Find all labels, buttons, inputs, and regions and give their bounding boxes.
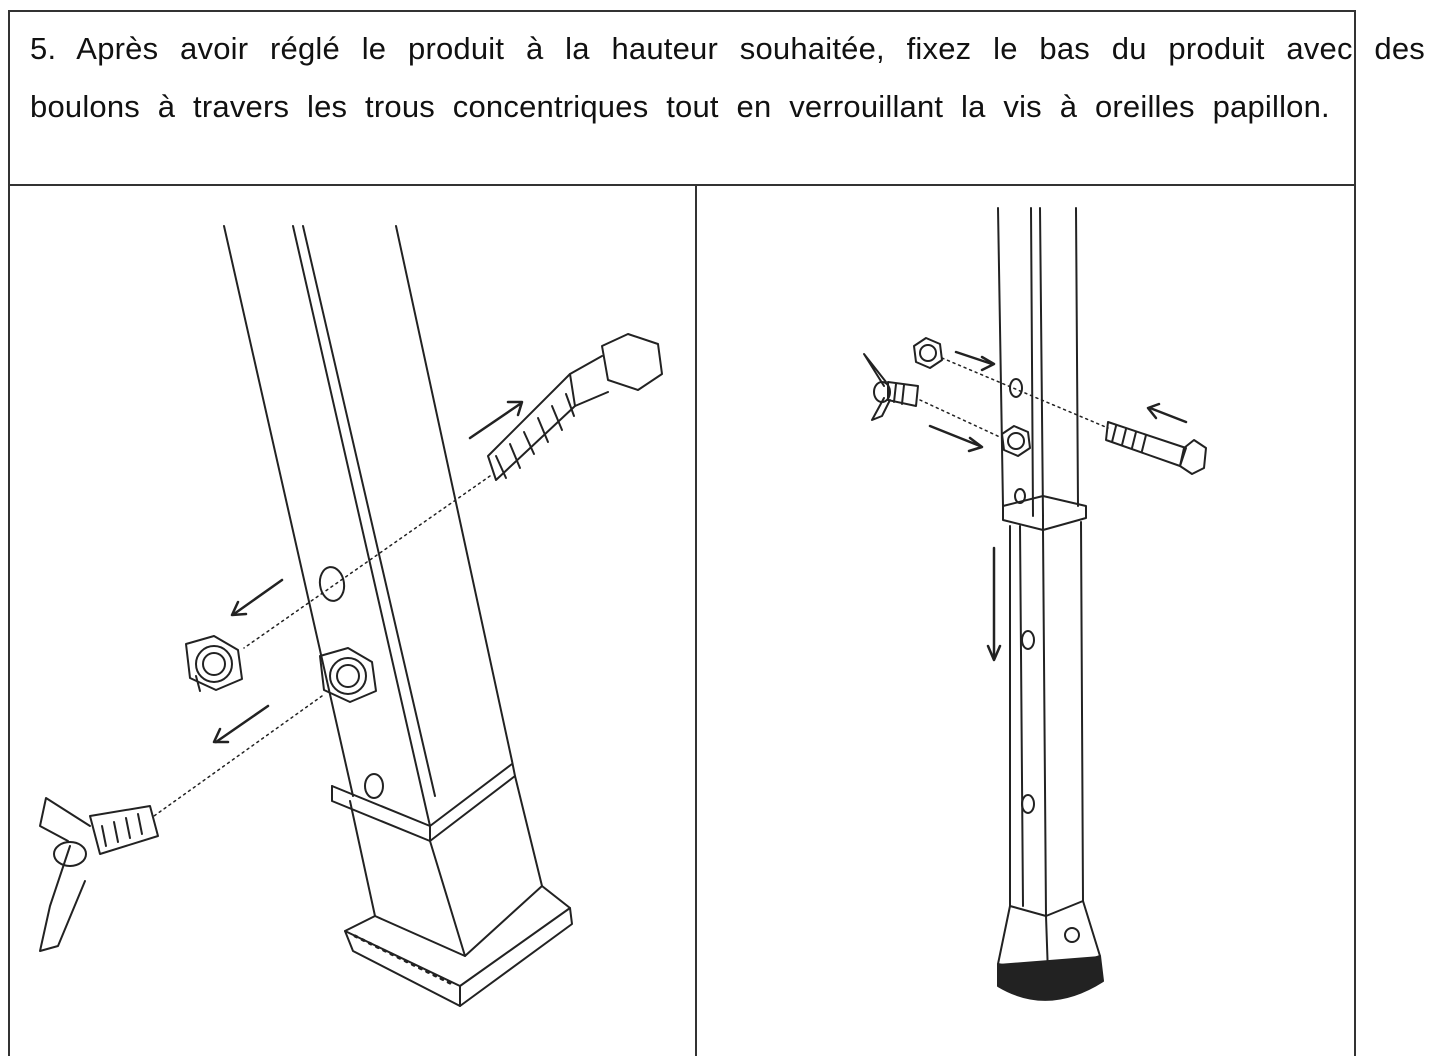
hole-icon — [1009, 378, 1035, 814]
illustration-left-panel — [10, 186, 694, 1056]
arrow-icon — [928, 350, 1188, 662]
arrow-icon — [212, 400, 524, 744]
leg-full-illustration — [863, 207, 1207, 1001]
instruction-frame — [8, 10, 1356, 1056]
lock-nut-icon — [1001, 425, 1031, 457]
vertical-divider — [695, 185, 697, 1056]
rubber-foot-icon — [331, 760, 573, 1007]
dotted-guide-lines — [153, 475, 491, 817]
tube-icon — [997, 207, 1087, 917]
hole-icon — [318, 566, 384, 799]
rubber-foot-icon — [997, 900, 1104, 1001]
lock-nut-icon — [185, 635, 243, 692]
hex-bolt-icon — [1105, 421, 1207, 475]
hex-bolt-icon — [487, 333, 663, 481]
dotted-guide-lines — [919, 357, 1109, 439]
lock-nut-icon — [319, 647, 377, 703]
lock-nut-icon — [913, 337, 943, 369]
tube-icon — [223, 225, 513, 827]
wing-screw-icon — [863, 353, 919, 421]
instruction-text: 5. Après avoir réglé le produit à la hau… — [30, 31, 1425, 124]
illustration-right-panel — [698, 186, 1354, 1056]
leg-closeup-illustration — [39, 225, 663, 1007]
wing-screw-icon — [39, 797, 159, 952]
horizontal-divider — [8, 184, 1356, 186]
